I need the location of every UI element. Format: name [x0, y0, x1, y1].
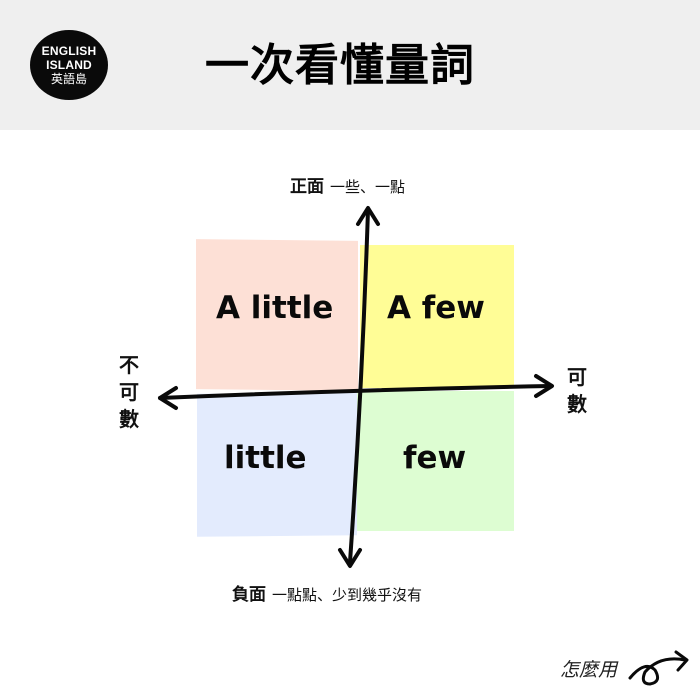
logo-line-2: ISLAND [46, 57, 92, 72]
arrow-left-icon [158, 386, 178, 410]
axis-label-negative: 負面一點點、少到幾乎沒有 [232, 580, 422, 605]
label-few: few [403, 440, 467, 476]
countable-char-1: 可 [567, 365, 587, 389]
curly-arrow-icon [628, 657, 687, 686]
arrow-right-icon [534, 374, 554, 398]
countable-char-2: 數 [567, 392, 587, 416]
horizontal-axis-line [158, 384, 552, 400]
uncountable-char-2: 可 [119, 380, 139, 404]
arrow-up-icon [356, 206, 380, 226]
label-little: little [224, 440, 307, 476]
axis-label-positive: 正面一些、一點 [290, 172, 405, 197]
logo-line-1: ENGLISH [41, 43, 97, 58]
positive-label: 正面 [290, 177, 324, 197]
how-to-use-link[interactable]: 怎麼用 [560, 659, 618, 681]
label-a-few: A few [387, 290, 485, 326]
negative-meaning: 一點點、少到幾乎沒有 [272, 586, 423, 604]
logo-line-3: 英語島 [50, 71, 87, 86]
quadrant-bottom-right [357, 391, 514, 531]
positive-meaning: 一些、一點 [330, 178, 406, 196]
vertical-axis-line [348, 208, 370, 564]
axis-label-countable: 可 數 [565, 364, 589, 418]
header-banner: ENGLISH ISLAND 英語島 一次看懂量詞 [0, 0, 700, 130]
axis-label-uncountable: 不 可 數 [117, 352, 141, 433]
arrow-down-icon [338, 548, 362, 568]
negative-label: 負面 [232, 585, 266, 605]
page-title: 一次看懂量詞 [205, 40, 475, 91]
quadrant-top-right [360, 245, 514, 388]
uncountable-char-1: 不 [119, 353, 139, 377]
label-a-little: A little [216, 290, 334, 326]
english-island-logo: ENGLISH ISLAND 英語島 [30, 30, 108, 100]
uncountable-char-3: 數 [119, 407, 139, 431]
